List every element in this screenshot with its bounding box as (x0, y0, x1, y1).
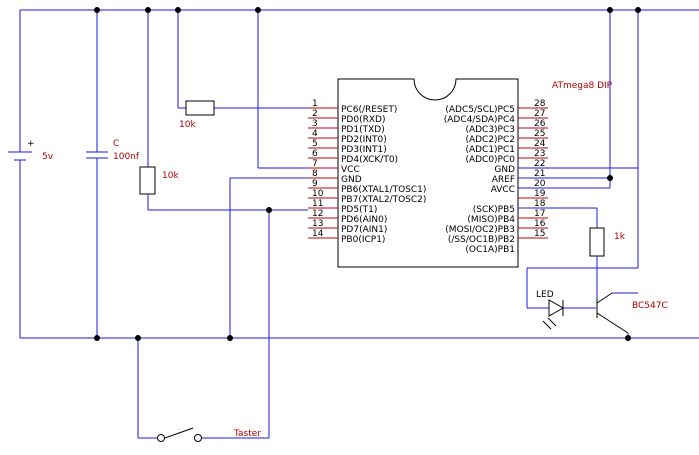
base-resistor-label: 1k (614, 232, 626, 242)
pin-number: 2 (312, 109, 318, 119)
pin-label: PB7(XTAL2/TOSC2) (341, 195, 426, 205)
pin-label: (ADC2)PC2 (465, 135, 515, 145)
pin-label: VCC (341, 165, 360, 175)
right-pin-group: 28 (ADC5/SCL)PC5 27 (ADC4/SDA)PC4 26 (ADC3)PC… (444, 99, 548, 255)
pin-label: PD5(T1) (341, 205, 377, 215)
pin-number: 5 (312, 139, 318, 149)
pin-number: 13 (312, 219, 323, 229)
pin-label: PD0(RXD) (341, 115, 385, 125)
pullup-resistor-label: 10k (162, 171, 179, 181)
reset-resistor-label: 10k (179, 120, 196, 130)
pin-number: 28 (534, 99, 546, 109)
gnd-pin-wire (229, 177, 308, 338)
pin-label: (/SS/OC1B)PB2 (448, 235, 515, 245)
capacitor-symbol (86, 10, 108, 338)
pin-label: PD4(XCK/T0) (341, 155, 398, 165)
pin-label: GND (494, 165, 515, 175)
pin-number: 9 (312, 179, 318, 189)
led-symbol (542, 299, 596, 330)
pin-number: 8 (312, 169, 318, 179)
pin-label: PC6(/RESET) (341, 105, 397, 115)
pin-number: 12 (312, 209, 323, 219)
button-label: Taster (233, 429, 261, 439)
pin-label: PD7(AIN1) (341, 225, 387, 235)
transistor-label: BC547C (632, 301, 668, 311)
pin-number: 20 (534, 179, 546, 189)
pin-number: 23 (534, 149, 545, 159)
pin-label: AREF (492, 175, 515, 185)
pin-label: PD2(INT0) (341, 135, 387, 145)
pin-number: 22 (534, 159, 545, 169)
pin-label: (ADC3)PC3 (465, 125, 515, 135)
pin-number: 17 (534, 209, 545, 219)
pin-number: 26 (534, 119, 546, 129)
pin-number: 11 (312, 199, 323, 209)
battery-symbol (8, 10, 32, 338)
pin-number: 14 (312, 229, 324, 239)
pin-label: (ADC1)PC1 (465, 145, 515, 155)
pin-number: 16 (534, 219, 546, 229)
pin-label: (SCK)PB5 (473, 205, 515, 215)
capacitor-name-label: C (113, 139, 119, 149)
battery-value-label: 5v (42, 152, 54, 162)
pin-label: (MISO)PB4 (467, 215, 515, 225)
pin-number: 27 (534, 109, 545, 119)
atmega8-package (337, 78, 519, 268)
pin-label: (MOSI/OC2)PB3 (445, 225, 515, 235)
aref-gnd-wire (518, 10, 611, 189)
pin-number: 21 (534, 169, 545, 179)
pin-label: (ADC4/SDA)PC4 (444, 115, 516, 125)
pin-label: (ADC5/SCL)PC5 (445, 105, 515, 115)
pin-label: PD1(TXD) (341, 125, 385, 135)
pin-label: GND (341, 175, 362, 185)
pin-number: 25 (534, 129, 545, 139)
pin-label: PB0(ICP1) (341, 235, 385, 245)
pin-label: (ADC0)PC0 (465, 155, 515, 165)
vcc-pin-wire (257, 10, 308, 169)
pin-label: PD3(INT1) (341, 145, 387, 155)
pin-number: 3 (312, 119, 318, 129)
pin-number: 24 (534, 139, 546, 149)
chip-name-label: ATmega8 DIP (552, 81, 613, 91)
pin-label: (OC1A)PB1 (465, 245, 515, 255)
pushbutton-switch (137, 210, 270, 442)
transistor-symbol (596, 292, 638, 338)
pin-label: PB6(XTAL1/TOSC1) (341, 185, 426, 195)
pin-number: 15 (534, 229, 545, 239)
base-resistor (518, 207, 605, 298)
pin-number: 18 (534, 199, 546, 209)
capacitor-value-label: 100nf (113, 152, 140, 162)
pin-number: 19 (534, 189, 546, 199)
avcc-gnd-wire (518, 10, 639, 309)
pin-label: AVCC (491, 185, 515, 195)
reset-resistor (177, 10, 308, 116)
pin-number: 10 (312, 189, 324, 199)
pullup-resistor (139, 10, 308, 211)
led-label: LED (536, 290, 554, 300)
pin-label: PD6(AIN0) (341, 215, 387, 225)
junction-dots (94, 7, 641, 341)
pin-number: 7 (312, 159, 318, 169)
pin-number: 1 (312, 99, 318, 109)
pin-number: 4 (312, 129, 318, 139)
pin-number: 6 (312, 149, 318, 159)
battery-plus-label: + (27, 139, 35, 149)
